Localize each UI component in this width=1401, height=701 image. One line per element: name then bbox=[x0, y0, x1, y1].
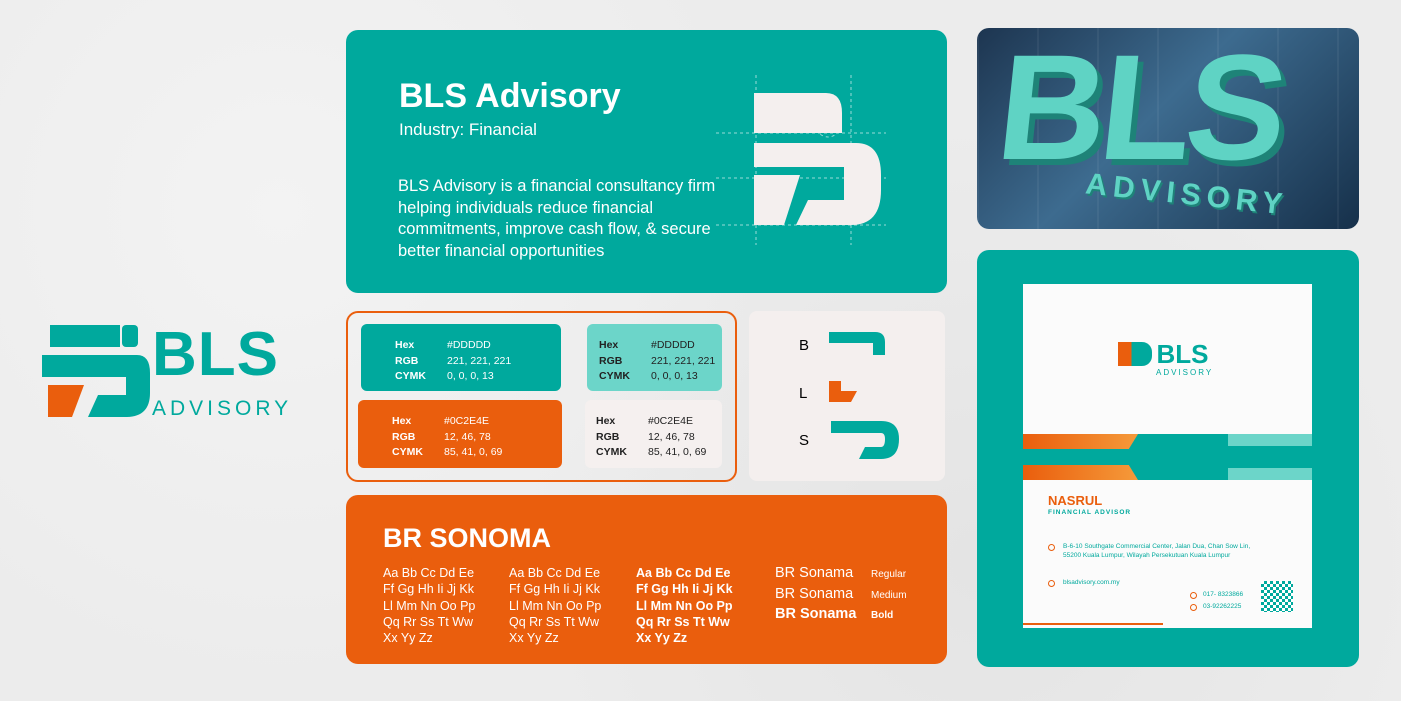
cymk-value: 85, 41, 0, 69 bbox=[648, 446, 707, 458]
cymk-label: CYMK bbox=[596, 446, 627, 458]
cymk-label: CYMK bbox=[392, 446, 423, 458]
card-address: B-6-10 Southgate Commercial Center, Jala… bbox=[1063, 543, 1251, 559]
hex-label: Hex bbox=[599, 339, 619, 351]
card-logo-sub: ADVISORY bbox=[1156, 368, 1214, 377]
weight-medium-name: BR Sonama bbox=[775, 585, 854, 602]
rgb-value: 12, 46, 78 bbox=[648, 430, 695, 443]
hex-value: #DDDDD bbox=[651, 339, 695, 351]
typography-card: BR SONOMA Aa Bb Cc Dd Ee Ff Gg Hh Ii Jj … bbox=[346, 495, 947, 664]
location-icon bbox=[1048, 544, 1055, 551]
logo-wordmark: BLS bbox=[152, 320, 279, 389]
color-swatch-light-teal: Hex #DDDDD RGB 221, 221, 221 CYMK 0, 0, 0, … bbox=[587, 324, 722, 391]
signage-mockup: BLS ADVISORY bbox=[977, 28, 1359, 229]
card-name: NASRUL bbox=[1048, 493, 1103, 508]
cymk-value: 0, 0, 0, 13 bbox=[447, 370, 494, 382]
card-phone-1: 017- 8323866 bbox=[1203, 591, 1244, 598]
qr-code-icon bbox=[1261, 581, 1293, 612]
cymk-value: 85, 41, 0, 69 bbox=[444, 446, 503, 458]
logo-tagline: ADVISORY bbox=[152, 397, 293, 420]
card-phone-2: 03-92262225 bbox=[1203, 603, 1242, 610]
weight-bold-label: Bold bbox=[871, 610, 894, 621]
cymk-label: CYMK bbox=[599, 370, 630, 382]
sample-medium: Aa Bb Cc Dd Ee Ff Gg Hh Ii Jj Kk Ll Mm N… bbox=[509, 566, 602, 646]
hex-value: #DDDDD bbox=[447, 339, 491, 351]
color-swatch-teal: Hex #DDDDD RGB 221, 221, 221 CYMK 0, 0, 0, … bbox=[361, 324, 561, 391]
letter-construction-card: B L S bbox=[749, 311, 945, 481]
card-logo-text: BLS bbox=[1156, 339, 1209, 369]
weight-medium-label: Medium bbox=[871, 589, 907, 601]
rgb-label: RGB bbox=[395, 354, 419, 367]
business-card-mockup: BLS ADVISORY NASRUL FINANCIAL ADVISOR B-… bbox=[977, 250, 1359, 667]
color-palette bbox=[346, 311, 737, 482]
brand-intro-card: BLS Advisory Industry: Financial BLS Adv… bbox=[346, 30, 947, 293]
rgb-label: RGB bbox=[392, 430, 416, 443]
rgb-label: RGB bbox=[596, 430, 620, 443]
card-logo: BLS ADVISORY bbox=[1118, 339, 1214, 377]
fax-icon bbox=[1190, 604, 1197, 611]
brand-description: BLS Advisory is a financial consultancy … bbox=[398, 177, 716, 260]
web-icon bbox=[1048, 580, 1055, 587]
rgb-value: 221, 221, 221 bbox=[447, 354, 512, 367]
signage-text: BLS bbox=[990, 28, 1290, 191]
letter-l: L bbox=[799, 385, 808, 402]
card-website: blsadvisory.com.my bbox=[1063, 579, 1120, 586]
cymk-value: 0, 0, 0, 13 bbox=[651, 370, 698, 382]
hex-label: Hex bbox=[392, 415, 412, 427]
phone-icon bbox=[1190, 592, 1197, 599]
hex-label: Hex bbox=[596, 415, 616, 427]
brand-industry: Industry: Financial bbox=[399, 120, 537, 139]
color-swatch-orange: Hex #0C2E4E RGB 12, 46, 78 CYMK 85, 41, 0, … bbox=[358, 400, 562, 468]
hex-value: #0C2E4E bbox=[648, 415, 693, 427]
main-logo: BLS ADVISORY bbox=[42, 320, 312, 425]
typeface-title: BR SONOMA bbox=[383, 523, 551, 553]
card-logo-b-icon bbox=[1118, 342, 1152, 366]
sample-regular: Aa Bb Cc Dd Ee Ff Gg Hh Ii Jj Kk Ll Mm N… bbox=[383, 566, 476, 646]
hex-value: #0C2E4E bbox=[444, 415, 489, 427]
rgb-label: RGB bbox=[599, 354, 623, 367]
letter-b: B bbox=[799, 337, 810, 354]
brand-title: BLS Advisory bbox=[399, 77, 621, 115]
weight-regular-name: BR Sonama bbox=[775, 565, 854, 581]
letter-s: S bbox=[799, 432, 810, 449]
rgb-value: 12, 46, 78 bbox=[444, 430, 491, 443]
weight-regular-label: Regular bbox=[871, 569, 907, 580]
letter-shapes-icon bbox=[829, 332, 899, 459]
sample-bold: Aa Bb Cc Dd Ee Ff Gg Hh Ii Jj Kk Ll Mm N… bbox=[636, 566, 733, 646]
cymk-label: CYMK bbox=[395, 370, 426, 382]
weight-bold-name: BR Sonama bbox=[775, 606, 857, 622]
b-monogram-icon bbox=[42, 325, 150, 417]
card-role: FINANCIAL ADVISOR bbox=[1048, 509, 1132, 516]
rgb-value: 221, 221, 221 bbox=[651, 354, 716, 367]
hex-label: Hex bbox=[395, 339, 415, 351]
logo-construction-grid-icon bbox=[716, 75, 886, 245]
color-swatch-off-white: Hex #0C2E4E RGB 12, 46, 78 CYMK 85, 41, 0, … bbox=[585, 400, 722, 468]
business-card: BLS ADVISORY NASRUL FINANCIAL ADVISOR B-… bbox=[1023, 284, 1312, 628]
